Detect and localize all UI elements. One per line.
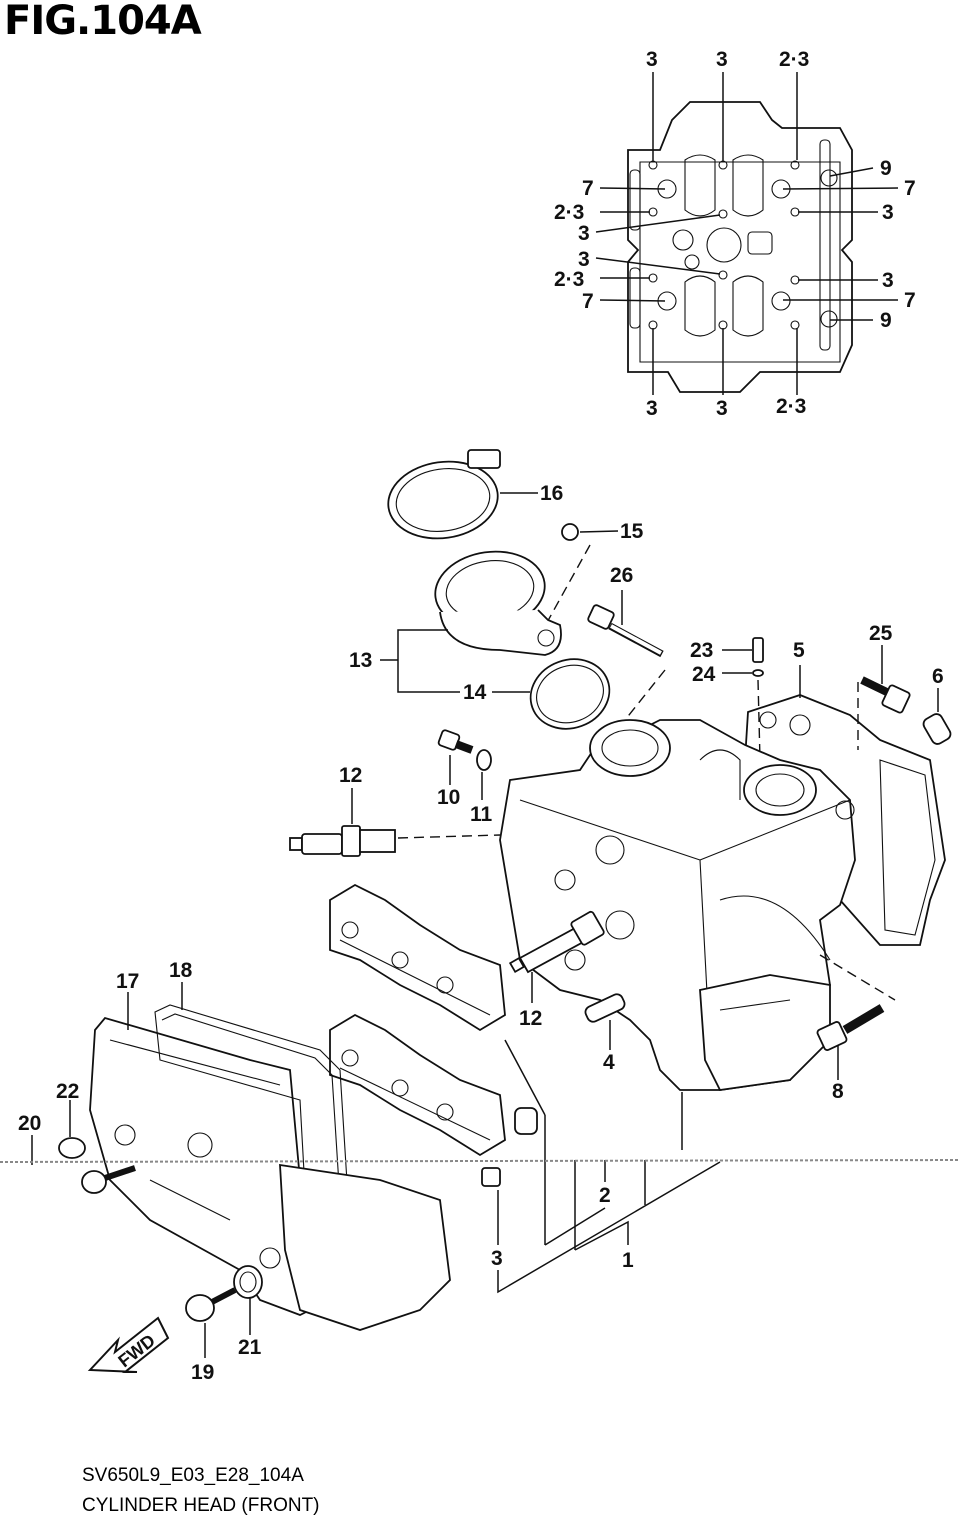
- bolt-20: [31, 1135, 136, 1194]
- grommet-22: [58, 1100, 86, 1159]
- callout-14: 14: [463, 681, 487, 704]
- bolt-26: [587, 590, 664, 658]
- callout-25: 25: [869, 622, 893, 645]
- intake-pipe: [434, 550, 562, 656]
- spark-plug-12-upper: [289, 788, 501, 857]
- camshaft-cap-lower: [329, 1013, 506, 1157]
- callout-r-9b: 9: [880, 309, 892, 332]
- callout-12-lower: 12: [519, 1007, 542, 1030]
- head-plan-view: [627, 101, 853, 393]
- o-ring-14: [529, 658, 611, 730]
- callout-10: 10: [437, 786, 460, 809]
- stud-23: [722, 637, 764, 761]
- callout-24: 24: [692, 663, 716, 686]
- callout-20: 20: [18, 1112, 41, 1135]
- callout-bot-3a: 3: [646, 397, 658, 420]
- callout-r-7a: 7: [904, 177, 916, 200]
- callout-15: 15: [620, 520, 644, 543]
- dash-26: [624, 669, 666, 721]
- callout-22: 22: [56, 1080, 79, 1103]
- scan-artifact-line: [0, 1159, 960, 1163]
- callout-bot-3b: 3: [716, 397, 728, 420]
- callout-13: 13: [349, 649, 372, 672]
- callout-labels: 3 3 2·3 9 7 3 3 7 9 7 2·3 3 3 2·3 7 3 3 …: [18, 48, 944, 1384]
- assembly-leaders: [497, 1039, 721, 1294]
- callout-8: 8: [832, 1080, 844, 1103]
- washer-21: [233, 1265, 263, 1335]
- callout-5: 5: [793, 639, 805, 662]
- callout-r-3b: 3: [882, 269, 894, 292]
- head-cover-gasket-18: [154, 982, 451, 1331]
- callout-18: 18: [169, 959, 193, 982]
- callout-23: 23: [690, 639, 713, 662]
- cap-dowel: [514, 1107, 538, 1135]
- callout-r-3a: 3: [882, 201, 894, 224]
- callout-top-23: 2·3: [779, 48, 809, 71]
- callout-2: 2: [599, 1184, 611, 1207]
- drawing-caption: CYLINDER HEAD (FRONT): [82, 1495, 320, 1516]
- bolt-8: [816, 954, 896, 1080]
- fwd-arrow: FWD: [87, 1316, 170, 1373]
- callout-l-3b: 3: [578, 248, 590, 271]
- plan-leaders: [595, 72, 899, 395]
- callout-3: 3: [491, 1247, 503, 1270]
- camshaft-cap-upper: [329, 883, 506, 1032]
- callout-17: 17: [116, 970, 139, 993]
- callout-l-7b: 7: [582, 290, 594, 313]
- callout-r-7b: 7: [904, 289, 916, 312]
- callout-1: 1: [622, 1249, 634, 1272]
- dowel-6: [922, 688, 952, 745]
- callout-top-3a: 3: [646, 48, 658, 71]
- bolt-19: [185, 1287, 237, 1358]
- intake-clamp: [387, 449, 538, 540]
- dowel-4: [584, 993, 626, 1050]
- callout-l-7a: 7: [582, 177, 594, 200]
- callout-bot-23: 2·3: [776, 395, 806, 418]
- cylinder-head: [499, 719, 856, 1150]
- callout-l-23a: 2·3: [554, 201, 584, 224]
- bolt-10: [437, 729, 492, 800]
- drawing-code: SV650L9_E03_E28_104A: [82, 1465, 304, 1486]
- callout-4: 4: [603, 1051, 615, 1074]
- callout-11: 11: [470, 803, 493, 826]
- callout-6: 6: [932, 665, 944, 688]
- callout-19: 19: [191, 1361, 214, 1384]
- callout-16: 16: [540, 482, 563, 505]
- callout-top-3b: 3: [716, 48, 728, 71]
- bolt-3-lower: [481, 1167, 501, 1245]
- spark-plug-12-lower: [508, 910, 605, 1003]
- leader-13-14: [380, 629, 530, 693]
- callout-l-3a: 3: [578, 222, 590, 245]
- callout-21: 21: [238, 1336, 262, 1359]
- figure-title: FIG.104A: [4, 0, 202, 44]
- callout-26: 26: [610, 564, 633, 587]
- bolt-25: [857, 645, 911, 750]
- callout-12-upper: 12: [339, 764, 362, 787]
- callout-l-23b: 2·3: [554, 268, 584, 291]
- callout-r-9a: 9: [880, 157, 892, 180]
